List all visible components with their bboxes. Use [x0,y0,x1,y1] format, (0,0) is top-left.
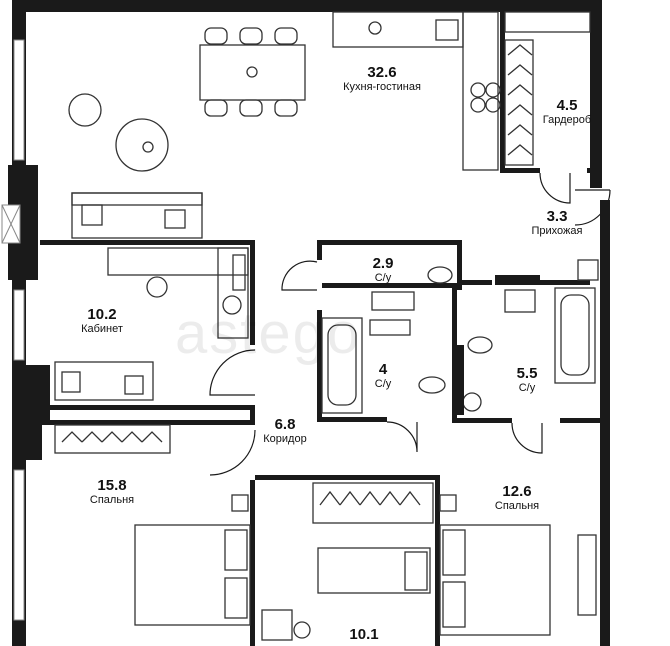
room-hallway: 3.3 Прихожая [532,208,583,238]
room-name: Спальня [494,500,540,512]
room-corridor: 6.8 Коридор [263,416,306,446]
room-bath-3: 5.5 С/у [517,365,538,395]
room-name: Кухня-гостиная [343,81,421,93]
room-name: Гардероб [542,114,592,126]
interior-walls [40,12,600,646]
room-area: 4 [378,361,388,378]
room-name: С/у [374,272,392,284]
room-area: 10.2 [87,306,117,323]
room-area: 10.1 [349,626,379,643]
room-name: Кабинет [81,323,123,335]
room-name: С/у [374,378,392,390]
room-area: 15.8 [97,477,127,494]
room-area: 5.5 [516,365,538,382]
door-swings [209,172,611,476]
room-area: 2.9 [372,255,394,272]
pillar [455,345,464,415]
furniture [54,11,599,641]
room-bath-1: 2.9 С/у [373,255,394,285]
window-cross [1,204,21,244]
room-name: Спальня [89,494,135,506]
room-area: 32.6 [367,64,397,81]
room-kitchen-living: 32.6 Кухня-гостиная [343,64,421,94]
room-bedroom-1: 15.8 Спальня [90,477,134,507]
room-area: 6.8 [274,416,296,433]
room-name: Коридор [263,433,307,445]
watermark: astego [175,301,362,366]
room-area: 12.6 [502,483,532,500]
room-area: 4.5 [556,97,578,114]
room-name: С/у [518,382,536,394]
room-name: Прихожая [531,225,583,237]
room-area: 3.3 [546,208,568,225]
room-study: 10.2 Кабинет [81,306,123,336]
room-wardrobe: 4.5 Гардероб [543,97,591,127]
room-bedroom-3: 10.1 [349,626,378,643]
room-bedroom-2: 12.6 Спальня [495,483,539,513]
room-bath-2: 4 С/у [375,361,392,391]
